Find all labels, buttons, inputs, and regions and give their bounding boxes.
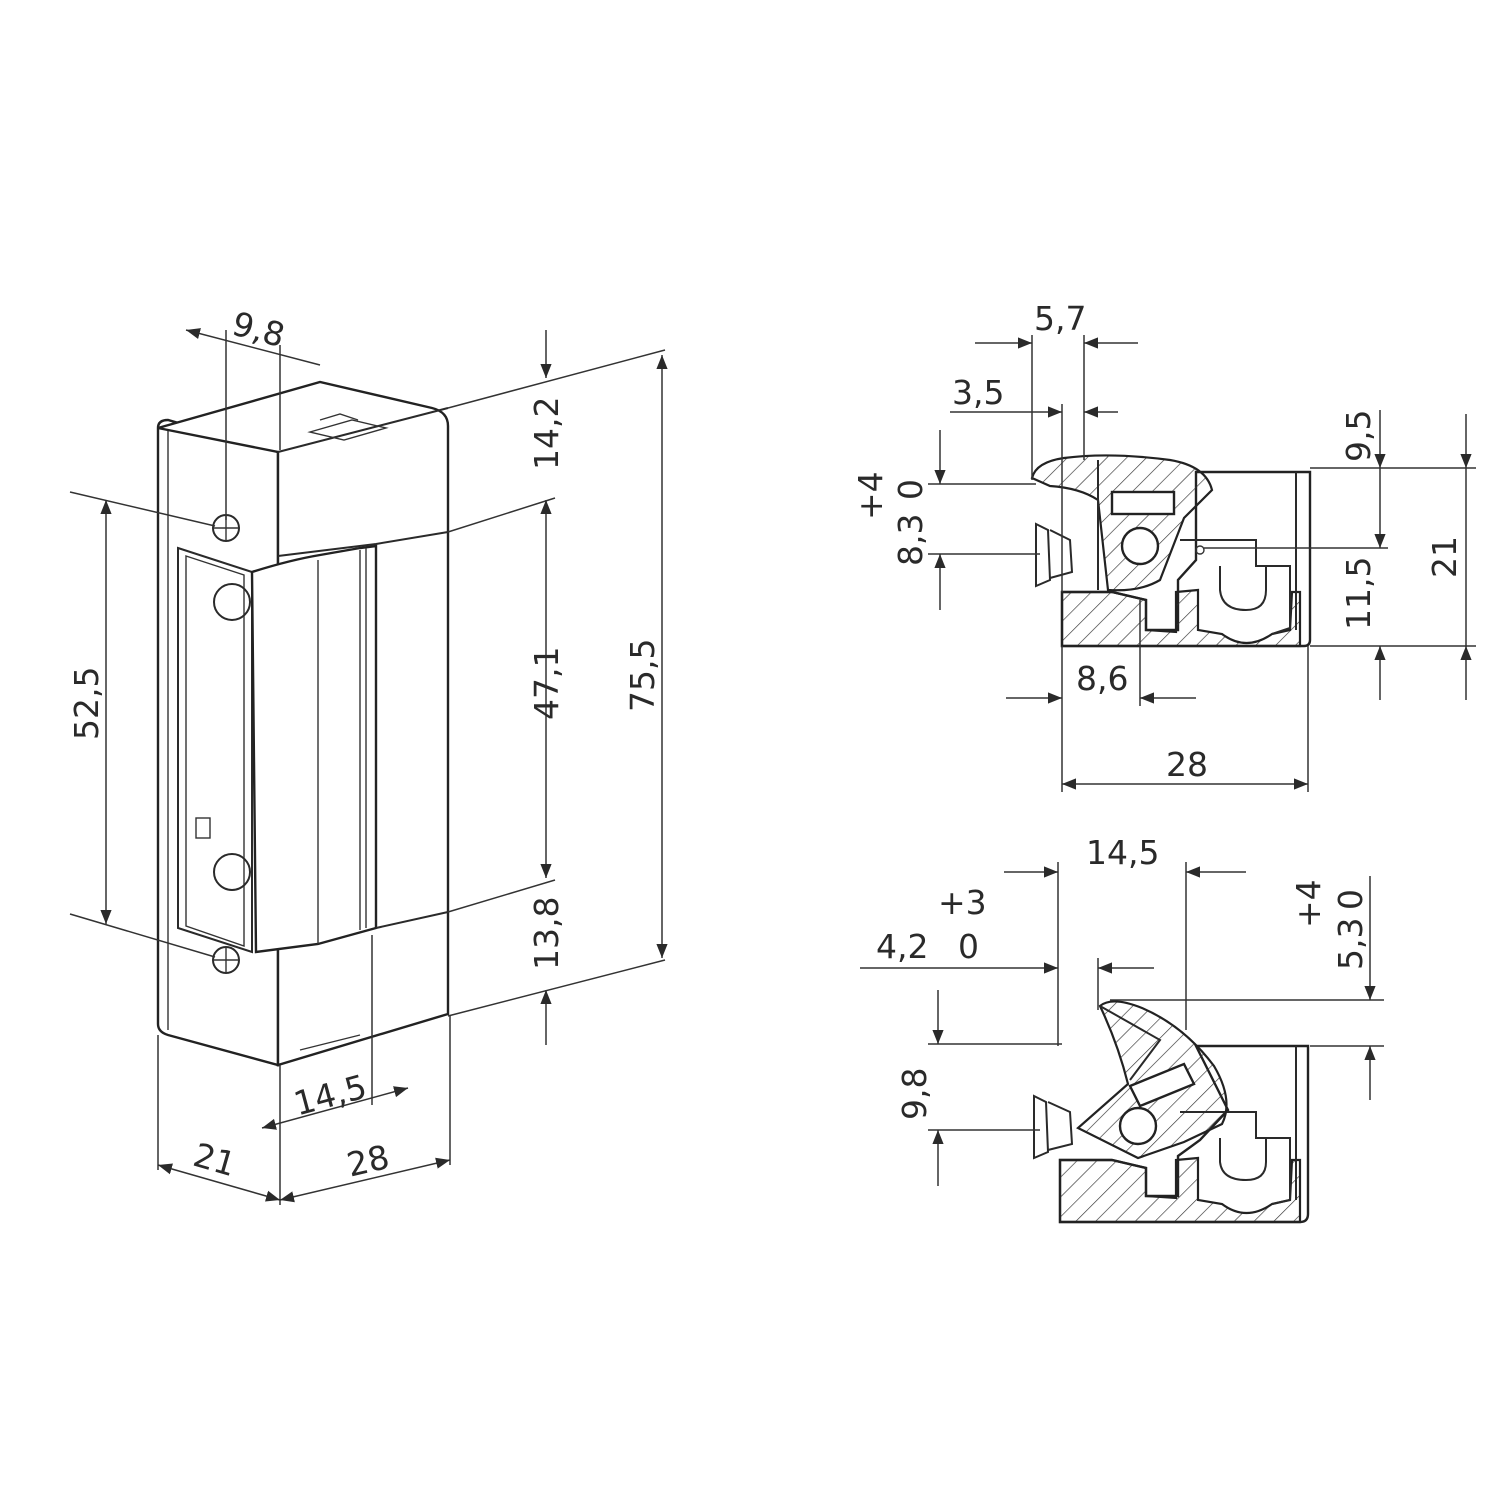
u-slot-open	[1219, 1138, 1267, 1182]
dim-8-6: 8,6	[1076, 659, 1128, 698]
chamber-open	[1180, 1111, 1291, 1205]
center-mark	[1195, 545, 1205, 555]
dim-14-2: 14,2	[527, 397, 566, 470]
dim-14-5: 14,5	[290, 1067, 371, 1124]
striker-open	[1033, 1094, 1050, 1160]
window-clip	[195, 817, 211, 839]
plate-window-inner	[185, 555, 245, 947]
latch-head-closed	[1030, 454, 1214, 592]
dim-line	[261, 1086, 409, 1130]
screw-bottom-icon	[212, 946, 240, 974]
dim-28-bottom: 28	[1166, 745, 1208, 784]
striker-2-closed	[1049, 529, 1074, 579]
dim-line	[157, 1163, 281, 1202]
latch-slot-open	[1128, 1062, 1196, 1108]
latch-bottom-line	[375, 911, 449, 929]
dim-9-5: 9,5	[1339, 410, 1378, 462]
striker-closed	[1035, 522, 1052, 588]
ext-line	[447, 349, 666, 409]
dim-3-5: 3,5	[952, 373, 1004, 412]
dim-8-3: 8,3	[891, 514, 930, 566]
dim-5-7: 5,7	[1034, 299, 1086, 338]
dim-21-right: 21	[1425, 536, 1464, 578]
ext-line	[447, 879, 556, 913]
tol-plus-4: +4	[851, 471, 890, 520]
tol-plus-4-open: +4	[1289, 879, 1328, 928]
base-section-open	[1058, 1156, 1302, 1224]
roller-top	[213, 583, 251, 621]
dim-52-5: 52,5	[67, 667, 106, 740]
roller-bottom	[213, 853, 251, 891]
section-closed: 5,7 3,5 +4 0 8,3 9,5 11,5 21 8,6 28	[851, 299, 1476, 792]
dim-4-2: 4,2	[876, 927, 928, 966]
front-view: 9,8 52,5 14,2 47,1 13,8 75,5 14,5 21 28	[67, 304, 668, 1205]
tol-zero: 0	[891, 479, 930, 500]
dim-11-5: 11,5	[1339, 557, 1378, 630]
pivot-pin-open	[1118, 1106, 1158, 1146]
plate-window	[177, 546, 253, 954]
dim-9-8-open: 9,8	[895, 1068, 934, 1120]
base-section-closed	[1060, 588, 1302, 648]
pivot-pin-closed	[1120, 526, 1160, 566]
latch-serration-open	[1099, 1005, 1162, 1081]
tol-zero-b: 0	[1331, 889, 1370, 910]
latch-top-line	[277, 531, 449, 557]
dim-5-3: 5,3	[1331, 918, 1370, 970]
top-slot	[307, 419, 389, 441]
ext-line	[69, 491, 216, 527]
ext-line	[69, 913, 216, 958]
latch-slot-closed	[1110, 490, 1176, 516]
tol-plus-3: +3	[938, 883, 987, 922]
dim-28: 28	[343, 1137, 393, 1184]
striker-2-open	[1047, 1101, 1074, 1151]
dim-47-1: 47,1	[527, 647, 566, 720]
dim-9-8: 9,8	[228, 304, 289, 355]
housing-top-edge	[277, 407, 449, 453]
latch-tongue	[250, 544, 378, 954]
dim-14-5-top: 14,5	[1086, 833, 1159, 872]
ext-line	[447, 497, 556, 533]
tol-zero-a: 0	[958, 927, 979, 966]
dim-75-5: 75,5	[623, 639, 662, 712]
dim-line	[279, 1157, 451, 1203]
u-slot-closed	[1219, 566, 1267, 612]
ext-line	[447, 959, 666, 1017]
dim-13-8: 13,8	[527, 897, 566, 970]
bottom-tab	[299, 1034, 361, 1051]
top-notch	[319, 413, 359, 421]
section-open: 14,5 +3 4,2 0 +4 0 5,3 9,8	[860, 833, 1384, 1224]
chamber-closed	[1180, 539, 1291, 635]
dim-line	[185, 328, 321, 366]
